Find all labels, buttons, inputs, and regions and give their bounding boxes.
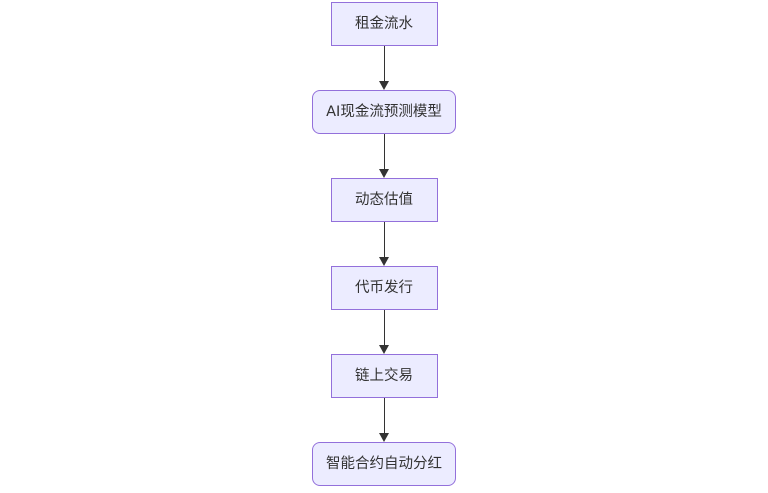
flow-node-label: 链上交易 xyxy=(355,367,413,384)
flow-node-label: 代币发行 xyxy=(355,279,413,296)
flow-node-rent-income: 租金流水 xyxy=(330,2,438,46)
flow-node-token-issuance: 代币发行 xyxy=(330,266,438,310)
flow-edge xyxy=(379,310,389,354)
arrowhead-down-icon xyxy=(379,81,389,90)
edge-line xyxy=(383,398,385,434)
flow-node-label: 智能合约自动分红 xyxy=(326,455,442,472)
arrowhead-down-icon xyxy=(379,433,389,442)
flow-node-dynamic-valuation: 动态估值 xyxy=(330,178,438,222)
flow-edge xyxy=(379,46,389,90)
arrowhead-down-icon xyxy=(379,345,389,354)
flow-edge xyxy=(379,222,389,266)
edge-line xyxy=(383,134,385,170)
edge-line xyxy=(383,46,385,82)
flow-node-label: 动态估值 xyxy=(355,191,413,208)
flow-node-onchain-trading: 链上交易 xyxy=(330,354,438,398)
flow-edge xyxy=(379,398,389,442)
arrowhead-down-icon xyxy=(379,169,389,178)
arrowhead-down-icon xyxy=(379,257,389,266)
edge-line xyxy=(383,310,385,346)
flow-node-label: 租金流水 xyxy=(355,15,413,32)
edge-line xyxy=(383,222,385,258)
flow-node-smart-contract-dividend: 智能合约自动分红 xyxy=(312,442,456,486)
flow-edge xyxy=(379,134,389,178)
flow-node-label: AI现金流预测模型 xyxy=(326,103,442,120)
flow-node-ai-cashflow-model: AI现金流预测模型 xyxy=(312,90,456,134)
